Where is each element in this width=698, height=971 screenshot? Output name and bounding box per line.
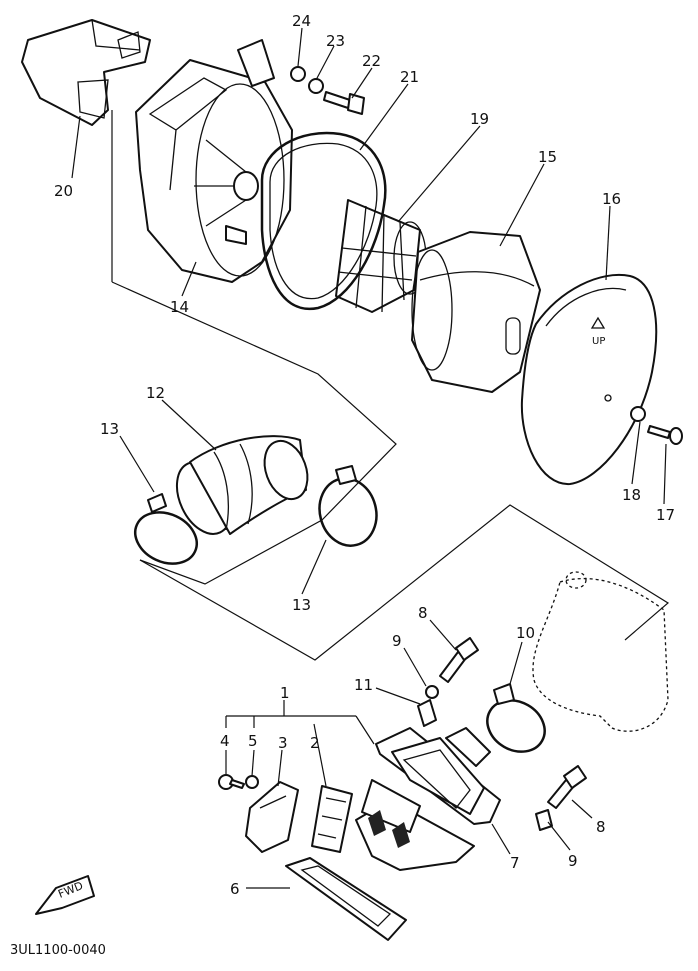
callout-17: 17 xyxy=(656,506,675,524)
callout-23: 23 xyxy=(326,32,345,50)
manifold-bolt-upper xyxy=(439,637,479,683)
callout-1: 1 xyxy=(280,684,290,702)
callout-9-lower: 9 xyxy=(568,852,578,870)
manifold-gasket xyxy=(285,857,407,941)
callout-15: 15 xyxy=(538,148,557,166)
washer-lower xyxy=(535,809,553,831)
top-washer xyxy=(290,66,306,82)
washer-upper xyxy=(425,685,439,699)
callout-2: 2 xyxy=(310,734,320,752)
callout-16: 16 xyxy=(602,190,621,208)
carb-clamp xyxy=(486,683,546,753)
air-hose-joint xyxy=(175,435,309,535)
filter-element xyxy=(411,231,541,393)
top-bolt xyxy=(323,91,365,115)
lower-group-boundary xyxy=(139,504,670,661)
callout-22: 22 xyxy=(362,52,381,70)
reed-screw xyxy=(218,774,245,790)
hose-clamp-right xyxy=(318,465,378,547)
intake-snorkel xyxy=(21,19,151,126)
callout-18: 18 xyxy=(622,486,641,504)
callout-7: 7 xyxy=(510,854,520,872)
reed-valve xyxy=(311,785,353,853)
forward-direction-arrow: FWD xyxy=(35,875,95,915)
callout-13-right: 13 xyxy=(292,596,311,614)
leader-lines xyxy=(71,27,667,889)
callout-21: 21 xyxy=(400,68,419,86)
air-filter-case xyxy=(135,39,293,283)
cover-washer xyxy=(630,406,646,422)
filter-cover: UP xyxy=(520,273,658,486)
callout-12: 12 xyxy=(146,384,165,402)
callout-8-upper: 8 xyxy=(418,604,428,622)
cover-screw xyxy=(647,425,683,445)
reed-stopper xyxy=(245,781,299,853)
callout-20: 20 xyxy=(54,182,73,200)
drawing-code: 3UL1100-0040 xyxy=(10,943,106,958)
callout-3: 3 xyxy=(278,734,288,752)
carburetor-outline xyxy=(532,571,669,732)
callout-11: 11 xyxy=(354,676,373,694)
manifold-bolt-lower xyxy=(547,765,587,809)
callout-5: 5 xyxy=(248,732,258,750)
callout-24: 24 xyxy=(292,12,311,30)
callout-9-upper: 9 xyxy=(392,632,402,650)
upper-group-boundary xyxy=(111,281,397,585)
callout-8-lower: 8 xyxy=(596,818,606,836)
intake-manifold xyxy=(355,727,501,871)
cover-up-marking: UP xyxy=(592,336,605,347)
top-spring-washer xyxy=(308,78,324,94)
bracket-stay xyxy=(417,699,437,727)
callout-6: 6 xyxy=(230,880,240,898)
callout-13-left: 13 xyxy=(100,420,119,438)
reed-washer xyxy=(245,775,259,789)
callout-14: 14 xyxy=(170,298,189,316)
callout-19: 19 xyxy=(470,110,489,128)
callout-10: 10 xyxy=(516,624,535,642)
filter-cage xyxy=(335,199,427,313)
callout-labels: 24 23 22 21 19 15 16 20 14 12 13 13 18 1… xyxy=(54,12,675,898)
hose-clamp-left xyxy=(134,493,198,565)
callout-4: 4 xyxy=(220,732,230,750)
